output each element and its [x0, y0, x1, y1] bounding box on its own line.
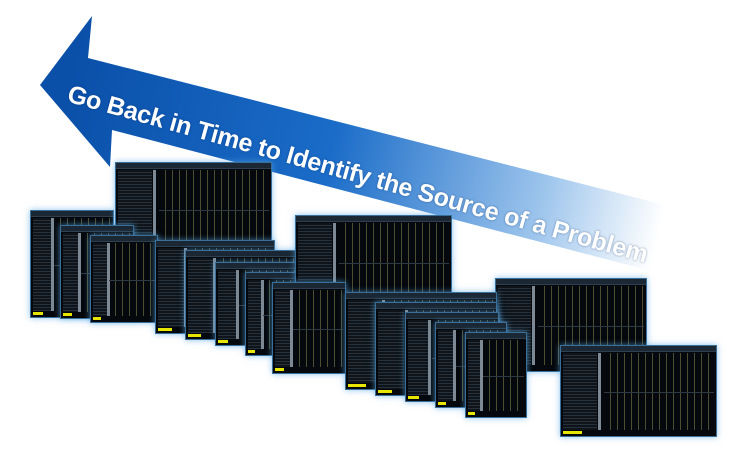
status-indicator — [248, 350, 256, 353]
waveform-area — [159, 170, 269, 249]
status-indicator — [188, 334, 202, 337]
toolbar — [296, 216, 451, 222]
scrollbar — [428, 320, 432, 395]
toolbar — [496, 279, 646, 285]
scrollbar — [598, 353, 602, 430]
channel-list — [158, 248, 184, 327]
channel-list — [563, 353, 598, 430]
toolbar — [216, 263, 298, 269]
status-indicator — [348, 384, 366, 387]
toolbar — [91, 236, 157, 242]
status-indicator — [438, 402, 447, 405]
status-indicator — [468, 412, 476, 415]
toolbar — [31, 211, 113, 217]
channel-list — [93, 243, 108, 316]
scrollbar — [235, 270, 239, 339]
toolbar — [116, 163, 271, 169]
logic-analyzer-screenshot — [465, 332, 527, 418]
toolbar — [61, 226, 133, 232]
scrollbar — [212, 258, 216, 333]
toolbar — [246, 273, 308, 279]
scrollbar — [290, 290, 294, 367]
toolbar — [156, 241, 274, 247]
logic-analyzer-screenshot — [90, 235, 158, 323]
status-indicator — [563, 431, 582, 434]
scrollbar — [50, 218, 54, 311]
scrollbar — [452, 330, 456, 401]
toolbar — [186, 251, 298, 257]
channel-list — [275, 290, 291, 367]
waveform-area — [109, 243, 155, 316]
channel-list — [408, 320, 429, 395]
channel-list — [438, 330, 454, 401]
status-indicator — [408, 396, 420, 399]
status-indicator — [158, 328, 173, 331]
toolbar — [376, 303, 496, 309]
channel-list — [218, 270, 237, 339]
scrollbar — [532, 286, 535, 365]
toolbar — [346, 293, 496, 299]
toolbar — [561, 346, 716, 352]
logic-analyzer-screenshot — [560, 345, 717, 437]
waveform-area — [339, 223, 449, 302]
channel-list — [378, 310, 405, 389]
waveform-area — [482, 340, 525, 411]
status-indicator — [218, 340, 228, 343]
toolbar — [466, 333, 526, 339]
channel-list — [63, 233, 79, 312]
scrollbar — [480, 340, 484, 411]
status-indicator — [33, 312, 43, 315]
channel-list — [33, 218, 52, 311]
status-indicator — [63, 313, 72, 316]
toolbar — [436, 323, 506, 329]
scrollbar — [106, 243, 110, 316]
channel-list — [468, 340, 482, 411]
channel-list — [188, 258, 213, 333]
scrollbar — [153, 170, 157, 249]
waveform-area — [293, 290, 343, 367]
status-indicator — [275, 368, 284, 371]
toolbar — [273, 283, 345, 289]
waveform-area — [604, 353, 714, 430]
scrollbar — [78, 233, 82, 312]
toolbar — [406, 313, 498, 319]
scrollbar — [260, 280, 264, 349]
scrollbar — [333, 223, 337, 302]
channel-list — [248, 280, 262, 349]
status-indicator — [93, 317, 101, 320]
status-indicator — [378, 390, 393, 393]
logic-analyzer-screenshot — [272, 282, 346, 374]
